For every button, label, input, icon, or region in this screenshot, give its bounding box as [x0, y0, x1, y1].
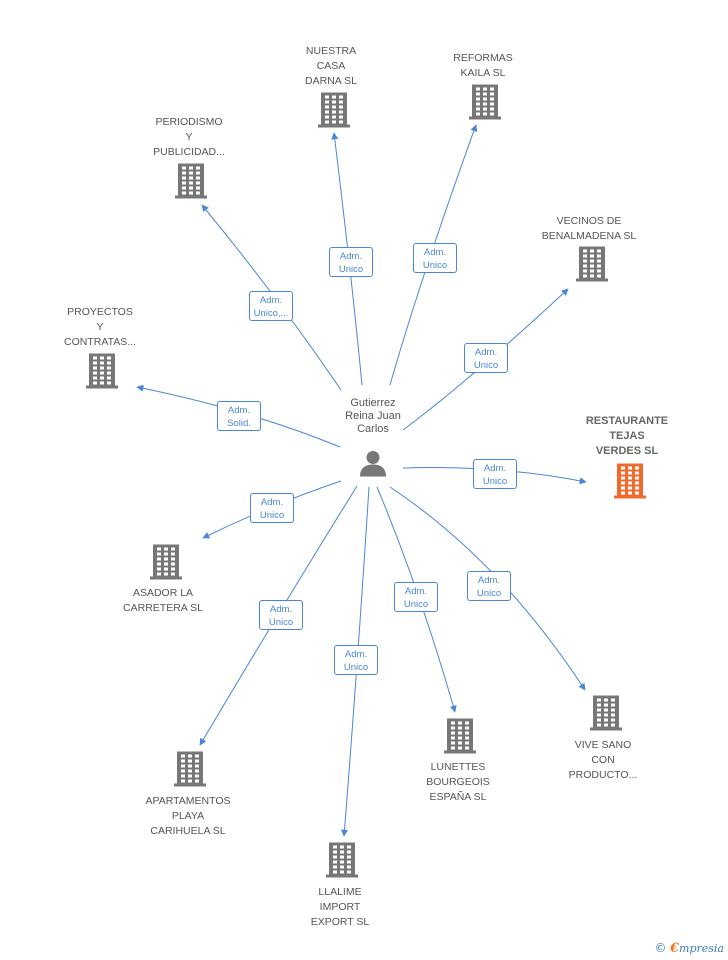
company-label-restaurante[interactable]: RESTAURANTE TEJAS VERDES SL: [585, 415, 669, 457]
role-badge-lunettes: Adm. Unico: [394, 582, 438, 612]
building-icon[interactable]: [576, 246, 608, 287]
building-icon[interactable]: [614, 463, 646, 504]
role-badge-apartamentos: Adm. Unico: [259, 600, 303, 630]
building-icon[interactable]: [444, 718, 476, 759]
building-icon[interactable]: [174, 751, 206, 792]
company-label-asador[interactable]: ASADOR LA CARRETERA SL: [123, 587, 203, 614]
role-badge-nuestra_casa: Adm. Unico: [329, 247, 373, 277]
company-label-vecinos[interactable]: VECINOS DE BENALMADENA SL: [541, 215, 637, 242]
company-label-nuestra_casa[interactable]: NUESTRA CASA DARNA SL: [305, 45, 357, 87]
role-badge-vive_sano: Adm. Unico: [467, 571, 511, 601]
role-badge-restaurante: Adm. Unico: [473, 459, 517, 489]
company-label-llalime[interactable]: LLALIME IMPORT EXPORT SL: [310, 886, 370, 928]
company-label-lunettes[interactable]: LUNETTES BOURGEOIS ESPAÑA SL: [426, 761, 490, 803]
company-label-periodismo[interactable]: PERIODISMO Y PUBLICIDAD...: [153, 116, 225, 158]
brand-name: mpresia: [679, 942, 724, 955]
company-label-apartamentos[interactable]: APARTAMENTOS PLAYA CARIHUELA SL: [145, 795, 231, 837]
building-icon[interactable]: [318, 92, 350, 133]
building-icon[interactable]: [150, 544, 182, 585]
role-badge-reformas: Adm. Unico: [413, 243, 457, 273]
building-icon[interactable]: [469, 84, 501, 125]
brand-logo-mark: €: [669, 941, 680, 956]
center-person-name[interactable]: Gutierrez Reina Juan Carlos: [345, 397, 401, 435]
building-icon[interactable]: [86, 353, 118, 394]
footer-brand: © €mpresia: [654, 941, 724, 956]
role-badge-periodismo: Adm. Unico,...: [249, 291, 293, 321]
building-icon[interactable]: [590, 695, 622, 736]
building-icon[interactable]: [175, 163, 207, 204]
company-label-reformas[interactable]: REFORMAS KAILA SL: [453, 52, 513, 79]
building-icon[interactable]: [326, 842, 358, 883]
person-icon[interactable]: [359, 449, 387, 482]
role-badge-llalime: Adm. Unico: [334, 645, 378, 675]
copyright-symbol: ©: [654, 941, 667, 955]
role-badge-asador: Adm. Unico: [250, 493, 294, 523]
role-badge-proyectos: Adm. Solid.: [217, 401, 261, 431]
company-label-vive_sano[interactable]: VIVE SANO CON PRODUCTO...: [568, 739, 638, 781]
role-badge-vecinos: Adm. Unico: [464, 343, 508, 373]
company-label-proyectos[interactable]: PROYECTOS Y CONTRATAS...: [64, 306, 136, 348]
